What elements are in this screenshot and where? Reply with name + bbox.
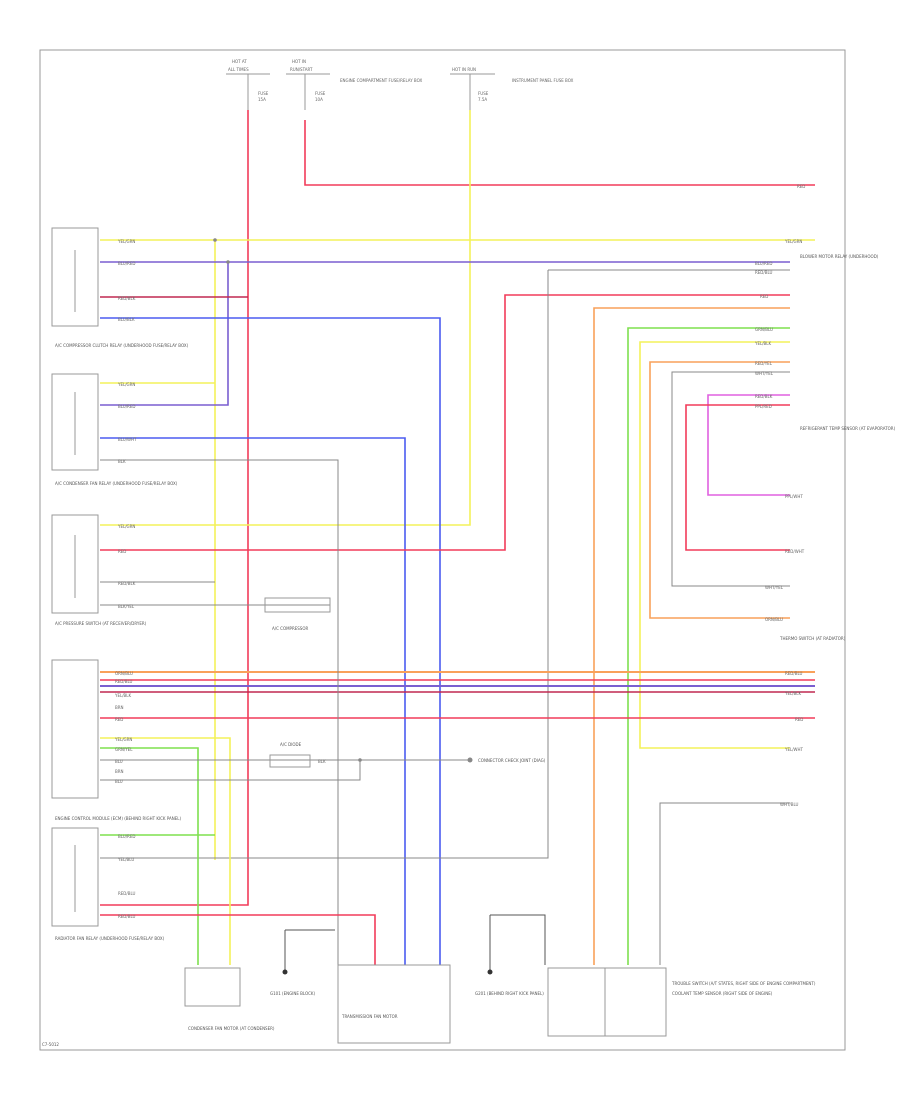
svg-text:FUSE: FUSE: [258, 91, 269, 96]
svg-text:BLU/RED: BLU/RED: [118, 404, 135, 409]
svg-text:YEL/GRN: YEL/GRN: [117, 524, 135, 529]
component-ground-g101: G101 (ENGINE BLOCK): [270, 929, 335, 996]
svg-text:YEL/WHT: YEL/WHT: [784, 747, 804, 752]
svg-text:10A: 10A: [315, 97, 323, 102]
svg-text:RED/BLU: RED/BLU: [785, 671, 803, 676]
svg-text:G101 (ENGINE BLOCK): G101 (ENGINE BLOCK): [270, 991, 316, 996]
svg-text:BLK/YEL: BLK/YEL: [118, 604, 135, 609]
svg-text:WHT/YEL: WHT/YEL: [755, 371, 774, 376]
right-notes: BLOWER MOTOR RELAY (UNDERHOOD) REFRIGERA…: [671, 254, 896, 986]
svg-text:BRN: BRN: [115, 705, 124, 710]
svg-text:RED: RED: [797, 184, 805, 189]
svg-text:THERMO SWITCH (AT RADIATOR): THERMO SWITCH (AT RADIATOR): [779, 636, 846, 641]
wires: [100, 110, 815, 965]
svg-text:RED/BLU: RED/BLU: [115, 679, 133, 684]
component-coolant-temp-sensor: COOLANT TEMP SENSOR (RIGHT SIDE OF ENGIN…: [547, 967, 773, 1037]
svg-text:GRN/BLU: GRN/BLU: [755, 327, 773, 332]
svg-text:RED: RED: [795, 717, 803, 722]
svg-text:RED/BLK: RED/BLK: [118, 581, 136, 586]
svg-text:A/C DIODE: A/C DIODE: [280, 742, 302, 747]
svg-text:RED/BLK: RED/BLK: [118, 296, 136, 301]
svg-text:BLK: BLK: [118, 459, 126, 464]
svg-text:RED/WHT: RED/WHT: [785, 549, 805, 554]
svg-text:ALL TIMES: ALL TIMES: [228, 67, 249, 72]
svg-text:REFRIGERANT TEMP SENSOR (AT EV: REFRIGERANT TEMP SENSOR (AT EVAPORATOR): [800, 426, 896, 431]
component-ac-condenser-fan-relay: A/C CONDENSER FAN RELAY (UNDERHOOD FUSE/…: [51, 373, 178, 486]
component-ecm: ENGINE CONTROL MODULE (ECM) (BEHIND RIGH…: [51, 659, 181, 821]
svg-text:COOLANT TEMP SENSOR (RIGHT SID: COOLANT TEMP SENSOR (RIGHT SIDE OF ENGIN…: [672, 991, 773, 996]
svg-text:BLU: BLU: [115, 759, 123, 764]
svg-text:G201 (BEHIND RIGHT KICK PANEL): G201 (BEHIND RIGHT KICK PANEL): [475, 991, 544, 996]
source-hot-at-all-times: HOT AT ALL TIMES FUSE 15A: [226, 59, 270, 110]
svg-text:YEL/GRN: YEL/GRN: [117, 382, 135, 387]
svg-text:ORN/BLU: ORN/BLU: [115, 671, 133, 676]
component-transmission-fan-motor: TRANSMISSION FAN MOTOR: [337, 964, 451, 1044]
svg-text:CONDENSER FAN MOTOR (AT CONDEN: CONDENSER FAN MOTOR (AT CONDENSER): [188, 1026, 275, 1031]
component-ground-g201: G201 (BEHIND RIGHT KICK PANEL): [475, 914, 546, 996]
svg-text:BLU: BLU: [115, 779, 123, 784]
source-hot-in-run-start: HOT IN RUN/START FUSE 10A ENGINE COMPART…: [286, 59, 422, 110]
svg-text:RED/YEL: RED/YEL: [755, 361, 773, 366]
right-wire-labels: RED YEL/GRN BLU/RED RED/BLU RED GRN/BLU …: [754, 184, 805, 807]
svg-text:BRN: BRN: [115, 769, 124, 774]
component-radiator-fan-relay: RADIATOR FAN RELAY (UNDERHOOD FUSE/RELAY…: [51, 827, 165, 941]
footer-code: C7-5012: [42, 1042, 59, 1047]
svg-text:BLU/WHT: BLU/WHT: [118, 437, 137, 442]
svg-text:WHT/YEL: WHT/YEL: [765, 585, 784, 590]
svg-text:YEL/GRN: YEL/GRN: [784, 239, 802, 244]
svg-text:A/C PRESSURE SWITCH (AT RECEIV: A/C PRESSURE SWITCH (AT RECEIVER/DRYER): [55, 621, 147, 626]
svg-text:INSTRUMENT PANEL FUSE BOX: INSTRUMENT PANEL FUSE BOX: [512, 78, 574, 83]
svg-text:A/C COMPRESSOR: A/C COMPRESSOR: [272, 626, 308, 631]
component-ac-pressure-switch: A/C PRESSURE SWITCH (AT RECEIVER/DRYER): [51, 514, 147, 626]
component-ac-compressor-clutch-relay: A/C COMPRESSOR CLUTCH RELAY (UNDERHOOD F…: [51, 227, 189, 348]
svg-text:ORN/BLU: ORN/BLU: [765, 617, 783, 622]
svg-text:15A: 15A: [258, 97, 266, 102]
left-wire-labels: YEL/GRN BLU/RED RED/BLK BLU/BLK YEL/GRN …: [114, 239, 137, 919]
svg-text:RED/BLU: RED/BLU: [118, 891, 136, 896]
svg-text:RED/BLU: RED/BLU: [118, 914, 136, 919]
svg-text:7.5A: 7.5A: [478, 97, 487, 102]
svg-text:HOT AT: HOT AT: [232, 59, 247, 64]
svg-text:RED: RED: [118, 549, 126, 554]
svg-text:BLK: BLK: [318, 759, 326, 764]
svg-text:YEL/GRN: YEL/GRN: [114, 737, 132, 742]
diagram-frame: [39, 49, 846, 1051]
svg-text:YEL/BLK: YEL/BLK: [754, 341, 772, 346]
svg-text:YEL/BLK: YEL/BLK: [114, 693, 132, 698]
component-condenser-fan-motor: CONDENSER FAN MOTOR (AT CONDENSER): [184, 967, 275, 1031]
svg-text:YEL/BLU: YEL/BLU: [117, 857, 134, 862]
svg-text:YEL/GRN: YEL/GRN: [117, 239, 135, 244]
svg-text:RED/BLK: RED/BLK: [755, 394, 773, 399]
svg-text:HOT IN: HOT IN: [292, 59, 306, 64]
svg-text:BLU/BLK: BLU/BLK: [118, 317, 135, 322]
svg-text:HOT IN RUN: HOT IN RUN: [452, 67, 476, 72]
svg-text:RUN/START: RUN/START: [290, 67, 313, 72]
svg-text:RED/BLU: RED/BLU: [755, 270, 773, 275]
svg-text:PPL/RED: PPL/RED: [755, 404, 772, 409]
svg-text:TRANSMISSION FAN MOTOR: TRANSMISSION FAN MOTOR: [341, 1014, 398, 1019]
svg-text:FUSE: FUSE: [478, 91, 489, 96]
svg-text:RADIATOR FAN RELAY (UNDERHOOD: RADIATOR FAN RELAY (UNDERHOOD FUSE/RELAY…: [55, 936, 165, 941]
svg-text:GRN/YEL: GRN/YEL: [115, 747, 133, 752]
svg-text:FUSE: FUSE: [315, 91, 326, 96]
svg-text:ENGINE CONTROL MODULE (ECM) (B: ENGINE CONTROL MODULE (ECM) (BEHIND RIGH…: [55, 816, 181, 821]
svg-text:YEL/BLK: YEL/BLK: [784, 691, 802, 696]
middle-labels: A/C COMPRESSOR A/C DIODE CONNECTOR CHECK…: [213, 238, 546, 768]
svg-text:BLU/RED: BLU/RED: [755, 261, 772, 266]
svg-text:BLOWER MOTOR RELAY (UNDERHOOD): BLOWER MOTOR RELAY (UNDERHOOD): [800, 254, 879, 259]
svg-text:ENGINE COMPARTMENT FUSE/RELAY: ENGINE COMPARTMENT FUSE/RELAY BOX: [340, 78, 422, 83]
svg-text:TROUBLE SWITCH (A/T STATES, RI: TROUBLE SWITCH (A/T STATES, RIGHT SIDE O…: [671, 981, 816, 986]
svg-text:BLU/RED: BLU/RED: [118, 834, 135, 839]
svg-text:RED: RED: [115, 717, 123, 722]
svg-text:WHT/BLU: WHT/BLU: [780, 802, 799, 807]
svg-text:CONNECTOR CHECK JOINT (DIAG): CONNECTOR CHECK JOINT (DIAG): [478, 758, 546, 763]
svg-text:PPL/WHT: PPL/WHT: [785, 494, 803, 499]
svg-text:RED: RED: [760, 294, 768, 299]
svg-text:A/C CONDENSER FAN RELAY (UNDER: A/C CONDENSER FAN RELAY (UNDERHOOD FUSE/…: [55, 481, 178, 486]
svg-text:A/C COMPRESSOR CLUTCH RELAY (U: A/C COMPRESSOR CLUTCH RELAY (UNDERHOOD F…: [55, 343, 189, 348]
svg-text:BLU/RED: BLU/RED: [118, 261, 135, 266]
source-hot-in-run: HOT IN RUN FUSE 7.5A INSTRUMENT PANEL FU…: [450, 67, 574, 110]
